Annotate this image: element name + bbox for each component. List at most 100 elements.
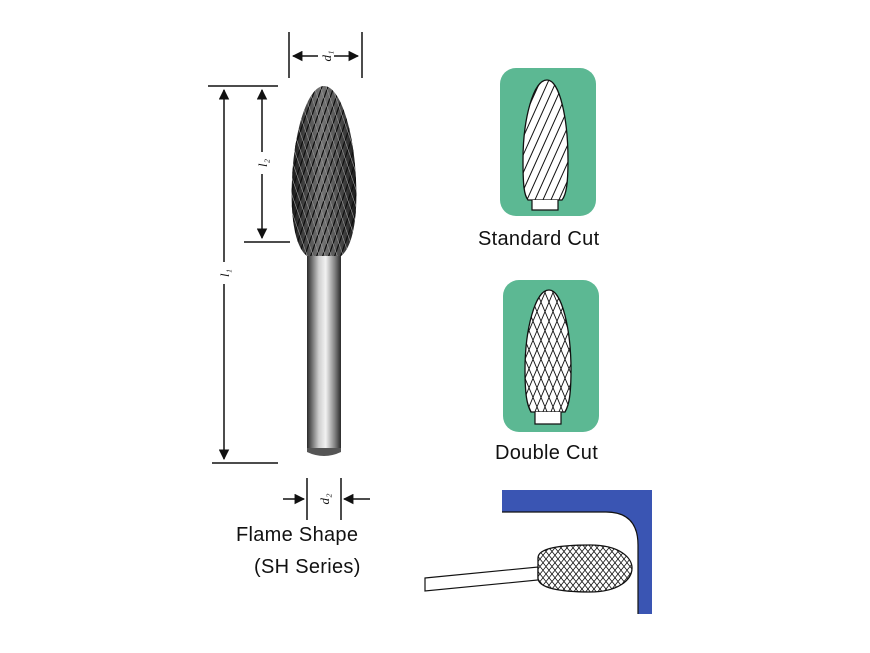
hatch-line <box>312 86 357 256</box>
hatch-line <box>538 545 569 592</box>
hatch-line <box>523 80 551 200</box>
hatch-line <box>300 86 357 256</box>
hatch-line <box>330 86 357 256</box>
hatch-line <box>553 545 595 592</box>
hatch-line <box>525 290 557 412</box>
hatch-line <box>533 80 568 200</box>
hatch-line <box>538 545 563 592</box>
double-cut-panel <box>455 280 651 432</box>
standard-cut-panel <box>500 68 646 216</box>
dimension-d1: d₁ <box>288 32 363 78</box>
hatch-line <box>547 545 589 592</box>
hatch-line <box>538 545 557 592</box>
hatch-line <box>525 290 549 412</box>
hatch-line <box>605 545 632 592</box>
hatch-line <box>541 545 583 592</box>
hatch-line <box>563 545 605 592</box>
hatch-line <box>539 545 581 592</box>
d2-label: d₂ <box>317 493 332 505</box>
hatch-line <box>523 80 543 200</box>
hatch-line <box>199 84 260 258</box>
hatch-line <box>291 86 336 256</box>
hatch-line <box>549 80 568 200</box>
hatch-line <box>538 545 559 592</box>
hatch-line <box>557 290 571 412</box>
hatch-line <box>223 84 284 258</box>
hatch-line <box>599 545 632 592</box>
hatch-line <box>526 290 571 412</box>
hatch-line <box>650 544 690 594</box>
hatch-line <box>339 86 357 256</box>
dimension-d2: d₂ <box>283 478 370 520</box>
hatch-line <box>333 86 357 256</box>
hatch-line <box>291 86 327 256</box>
hatch-line <box>291 86 315 256</box>
hatch-line <box>541 80 568 200</box>
hatch-line <box>291 86 333 256</box>
hatch-line <box>291 86 309 256</box>
hatch-line <box>583 545 625 592</box>
double-cut-label: Double Cut <box>495 442 599 464</box>
hatch-line <box>525 290 571 412</box>
hatch-line <box>306 86 357 256</box>
burr-shank <box>307 256 341 456</box>
hatch-line <box>294 86 357 256</box>
hatch-line <box>291 86 321 256</box>
hatch-line <box>315 86 357 256</box>
hatch-line <box>291 86 318 256</box>
hatch-line <box>545 545 587 592</box>
hatch-line <box>542 290 571 412</box>
hatch-line <box>598 288 651 414</box>
hatch-line <box>557 545 599 592</box>
standard-cut-label: Standard Cut <box>478 228 600 250</box>
hatch-line <box>525 290 565 412</box>
hatch-line <box>358 84 419 258</box>
hatch-line <box>607 545 632 592</box>
l2-label: l₂ <box>255 158 270 167</box>
hatch-line <box>601 545 632 592</box>
shape-title: Flame Shape <box>236 524 359 546</box>
series-title: (SH Series) <box>254 556 361 578</box>
hatch-line <box>370 84 431 258</box>
d1-label: d₁ <box>319 50 334 61</box>
hatch-line <box>291 86 348 256</box>
hatch-line <box>551 545 593 592</box>
hatch-line <box>538 545 553 592</box>
hatch-line <box>525 290 548 412</box>
burr-cutting-head <box>199 84 437 258</box>
hatch-line <box>534 290 571 412</box>
hatch-line <box>309 86 357 256</box>
hatch-line <box>525 290 564 412</box>
hatch-line <box>559 545 601 592</box>
hatch-line <box>571 545 613 592</box>
dimension-l2: l₂ <box>244 88 290 243</box>
hatch-line <box>533 290 571 412</box>
hatch-line <box>525 290 541 412</box>
hatch-line <box>656 544 696 594</box>
hatch-line <box>523 80 567 200</box>
hatch-line <box>565 545 607 592</box>
application-illustration <box>424 490 696 614</box>
hatch-line <box>538 545 565 592</box>
hatch-line <box>291 86 330 256</box>
hatch-line <box>538 545 571 592</box>
hatch-line <box>577 545 619 592</box>
hatch-line <box>291 86 339 256</box>
hatch-line <box>318 86 357 256</box>
hatch-line <box>321 86 357 256</box>
hatch-line <box>590 78 646 202</box>
hatch-line <box>364 84 425 258</box>
hatch-line <box>581 545 623 592</box>
dimension-l1: l₁ <box>208 85 278 464</box>
hatch-line <box>525 80 568 200</box>
hatch-line <box>541 290 571 412</box>
hatch-line <box>351 86 357 256</box>
hatch-line <box>291 86 354 256</box>
hatch-line <box>455 288 508 414</box>
hatch-line <box>291 86 342 256</box>
hatch-line <box>376 84 437 258</box>
hatch-line <box>523 80 559 200</box>
l1-label: l₁ <box>217 269 232 277</box>
